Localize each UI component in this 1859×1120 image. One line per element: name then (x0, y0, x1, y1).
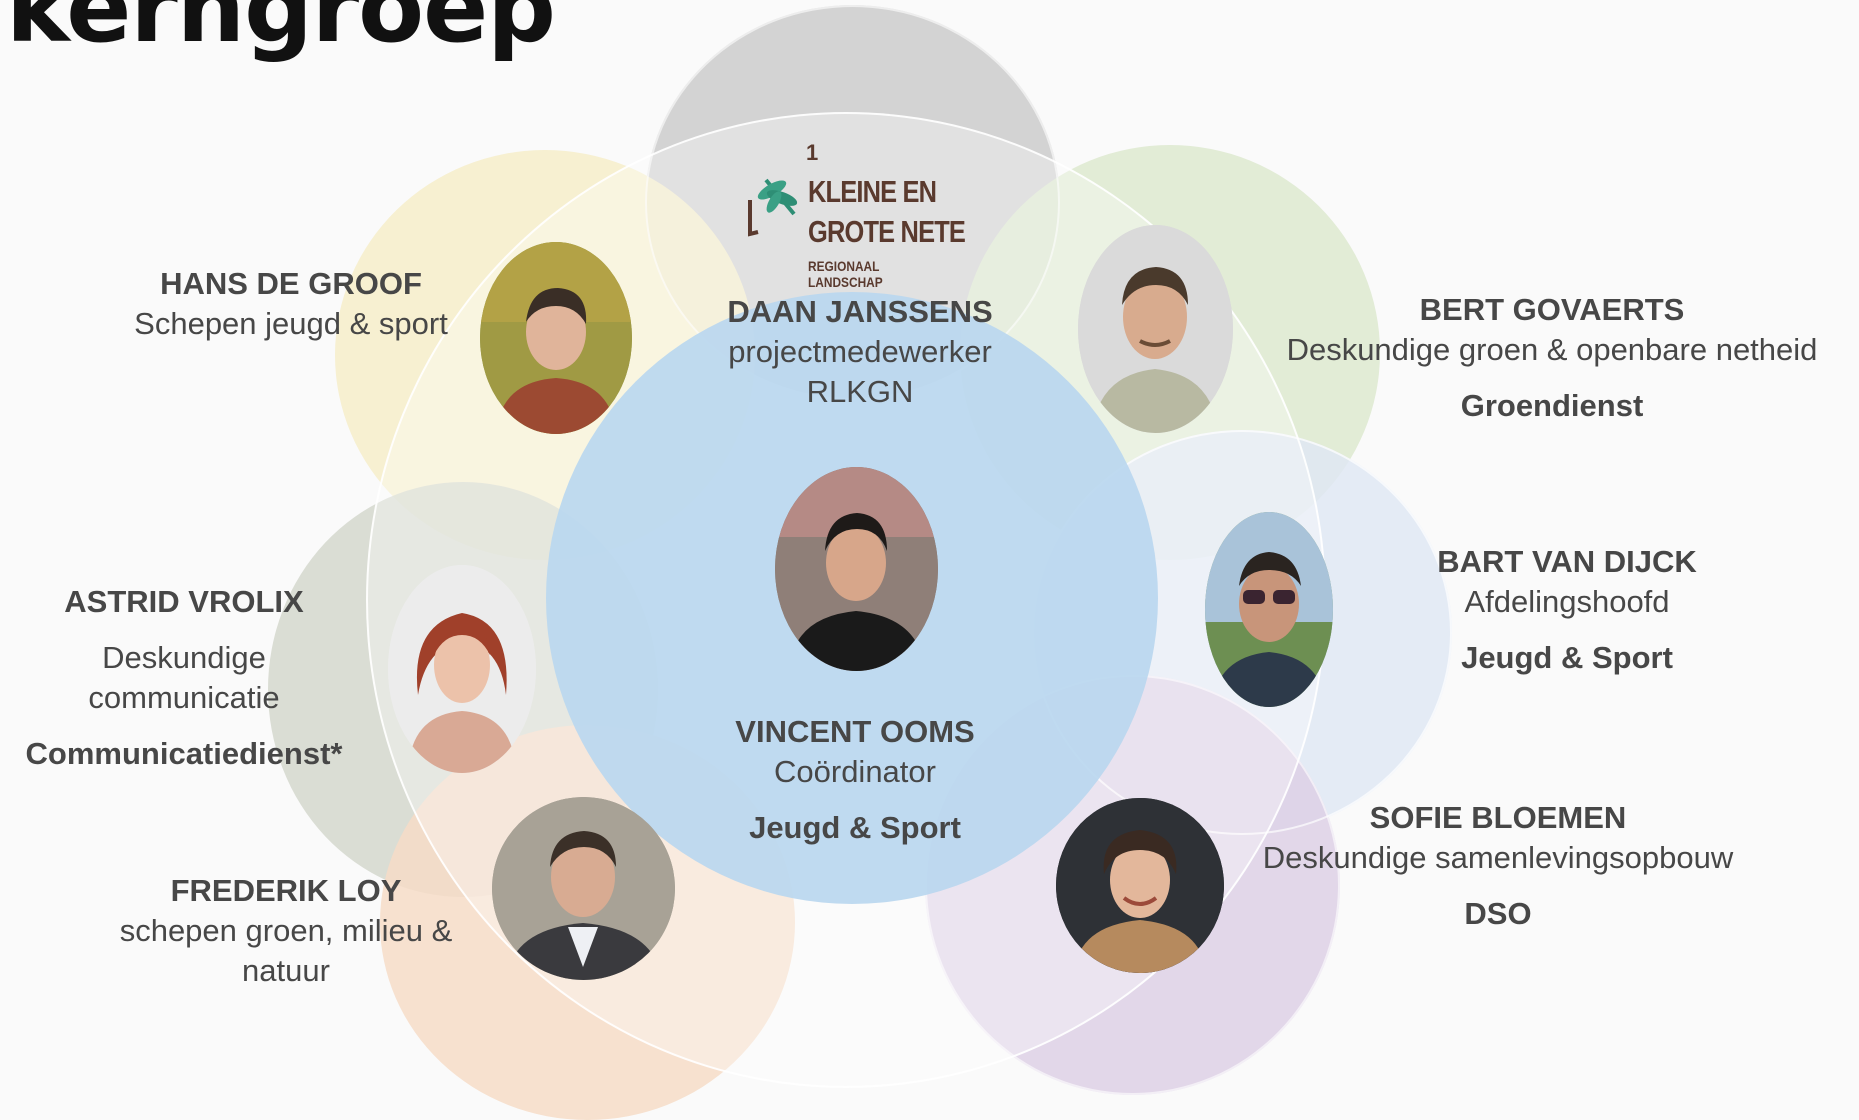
logo-number: 1 (806, 140, 819, 165)
photo-hans (480, 242, 632, 434)
person-daan: DAAN JANSSENS projectmedewerker RLKGN (700, 292, 1020, 412)
bert-role: Deskundige groen & openbare netheid (1286, 332, 1818, 367)
sofie-name: SOFIE BLOEMEN (1369, 800, 1627, 835)
vincent-role: Coördinator (774, 754, 936, 789)
bert-dept: Groendienst (1460, 388, 1644, 423)
person-sofie-icon (1056, 798, 1224, 973)
photo-sofie (1056, 798, 1224, 973)
kerngroep-diagram: kerngroep 1 KLEINE EN GROTE NETE REGIONA… (6, 0, 1852, 1120)
photo-bart (1205, 512, 1333, 707)
photo-astrid (388, 565, 536, 773)
sofie-dept: DSO (1464, 896, 1532, 931)
page-title: kerngroep (6, 0, 556, 64)
astrid-role: Deskundige (102, 640, 266, 675)
person-sofie: SOFIE BLOEMEN Deskundige samenlevingsopb… (1228, 798, 1768, 934)
vincent-name: VINCENT OOMS (735, 714, 975, 749)
frederik-role-2: natuur (242, 953, 330, 988)
logo-line-3: REGIONAAL (808, 258, 880, 274)
dragonfly-icon (748, 178, 798, 237)
logo-line-2: GROTE NETE (808, 214, 966, 249)
rlkgn-logo: 1 KLEINE EN GROTE NETE REGIONAAL LANDSCH… (740, 140, 966, 290)
hans-name: HANS DE GROOF (160, 266, 422, 301)
photo-frederik (492, 797, 675, 980)
person-astrid-icon (388, 565, 536, 773)
person-bert-icon (1078, 225, 1233, 433)
photo-bert (1078, 225, 1233, 433)
logo-line-4: LANDSCHAP (808, 274, 883, 290)
logo-line-1: KLEINE EN (808, 174, 937, 209)
hans-role: Schepen jeugd & sport (134, 306, 448, 341)
bert-name: BERT GOVAERTS (1419, 292, 1685, 327)
daan-name: DAAN JANSSENS (727, 294, 993, 329)
photo-vincent (775, 467, 938, 671)
person-hans-icon (480, 242, 632, 434)
person-frederik: FREDERIK LOY schepen groen, milieu & nat… (92, 871, 480, 991)
bart-role: Afdelingshoofd (1464, 584, 1670, 619)
bart-name: BART VAN DIJCK (1437, 544, 1697, 579)
daan-role-2: RLKGN (806, 374, 914, 409)
person-astrid: ASTRID VROLIX Deskundige communicatie Co… (8, 582, 360, 774)
daan-role: projectmedewerker (728, 334, 992, 369)
frederik-role: schepen groen, milieu & (119, 913, 453, 948)
person-hans: HANS DE GROOF Schepen jeugd & sport (110, 264, 472, 344)
person-vincent-icon (775, 467, 938, 671)
person-vincent: VINCENT OOMS Coördinator Jeugd & Sport (695, 712, 1015, 848)
vincent-dept: Jeugd & Sport (749, 810, 961, 845)
bart-dept: Jeugd & Sport (1461, 640, 1673, 675)
person-bert: BERT GOVAERTS Deskundige groen & openbar… (1252, 290, 1852, 426)
astrid-dept: Communicatiedienst* (25, 736, 343, 771)
sofie-role: Deskundige samenlevingsopbouw (1262, 840, 1734, 875)
person-bart-icon (1205, 512, 1333, 707)
frederik-name: FREDERIK LOY (170, 873, 402, 908)
person-bart: BART VAN DIJCK Afdelingshoofd Jeugd & Sp… (1412, 542, 1722, 678)
astrid-role-2: communicatie (88, 680, 280, 715)
astrid-name: ASTRID VROLIX (64, 584, 304, 619)
person-frederik-icon (492, 797, 675, 980)
